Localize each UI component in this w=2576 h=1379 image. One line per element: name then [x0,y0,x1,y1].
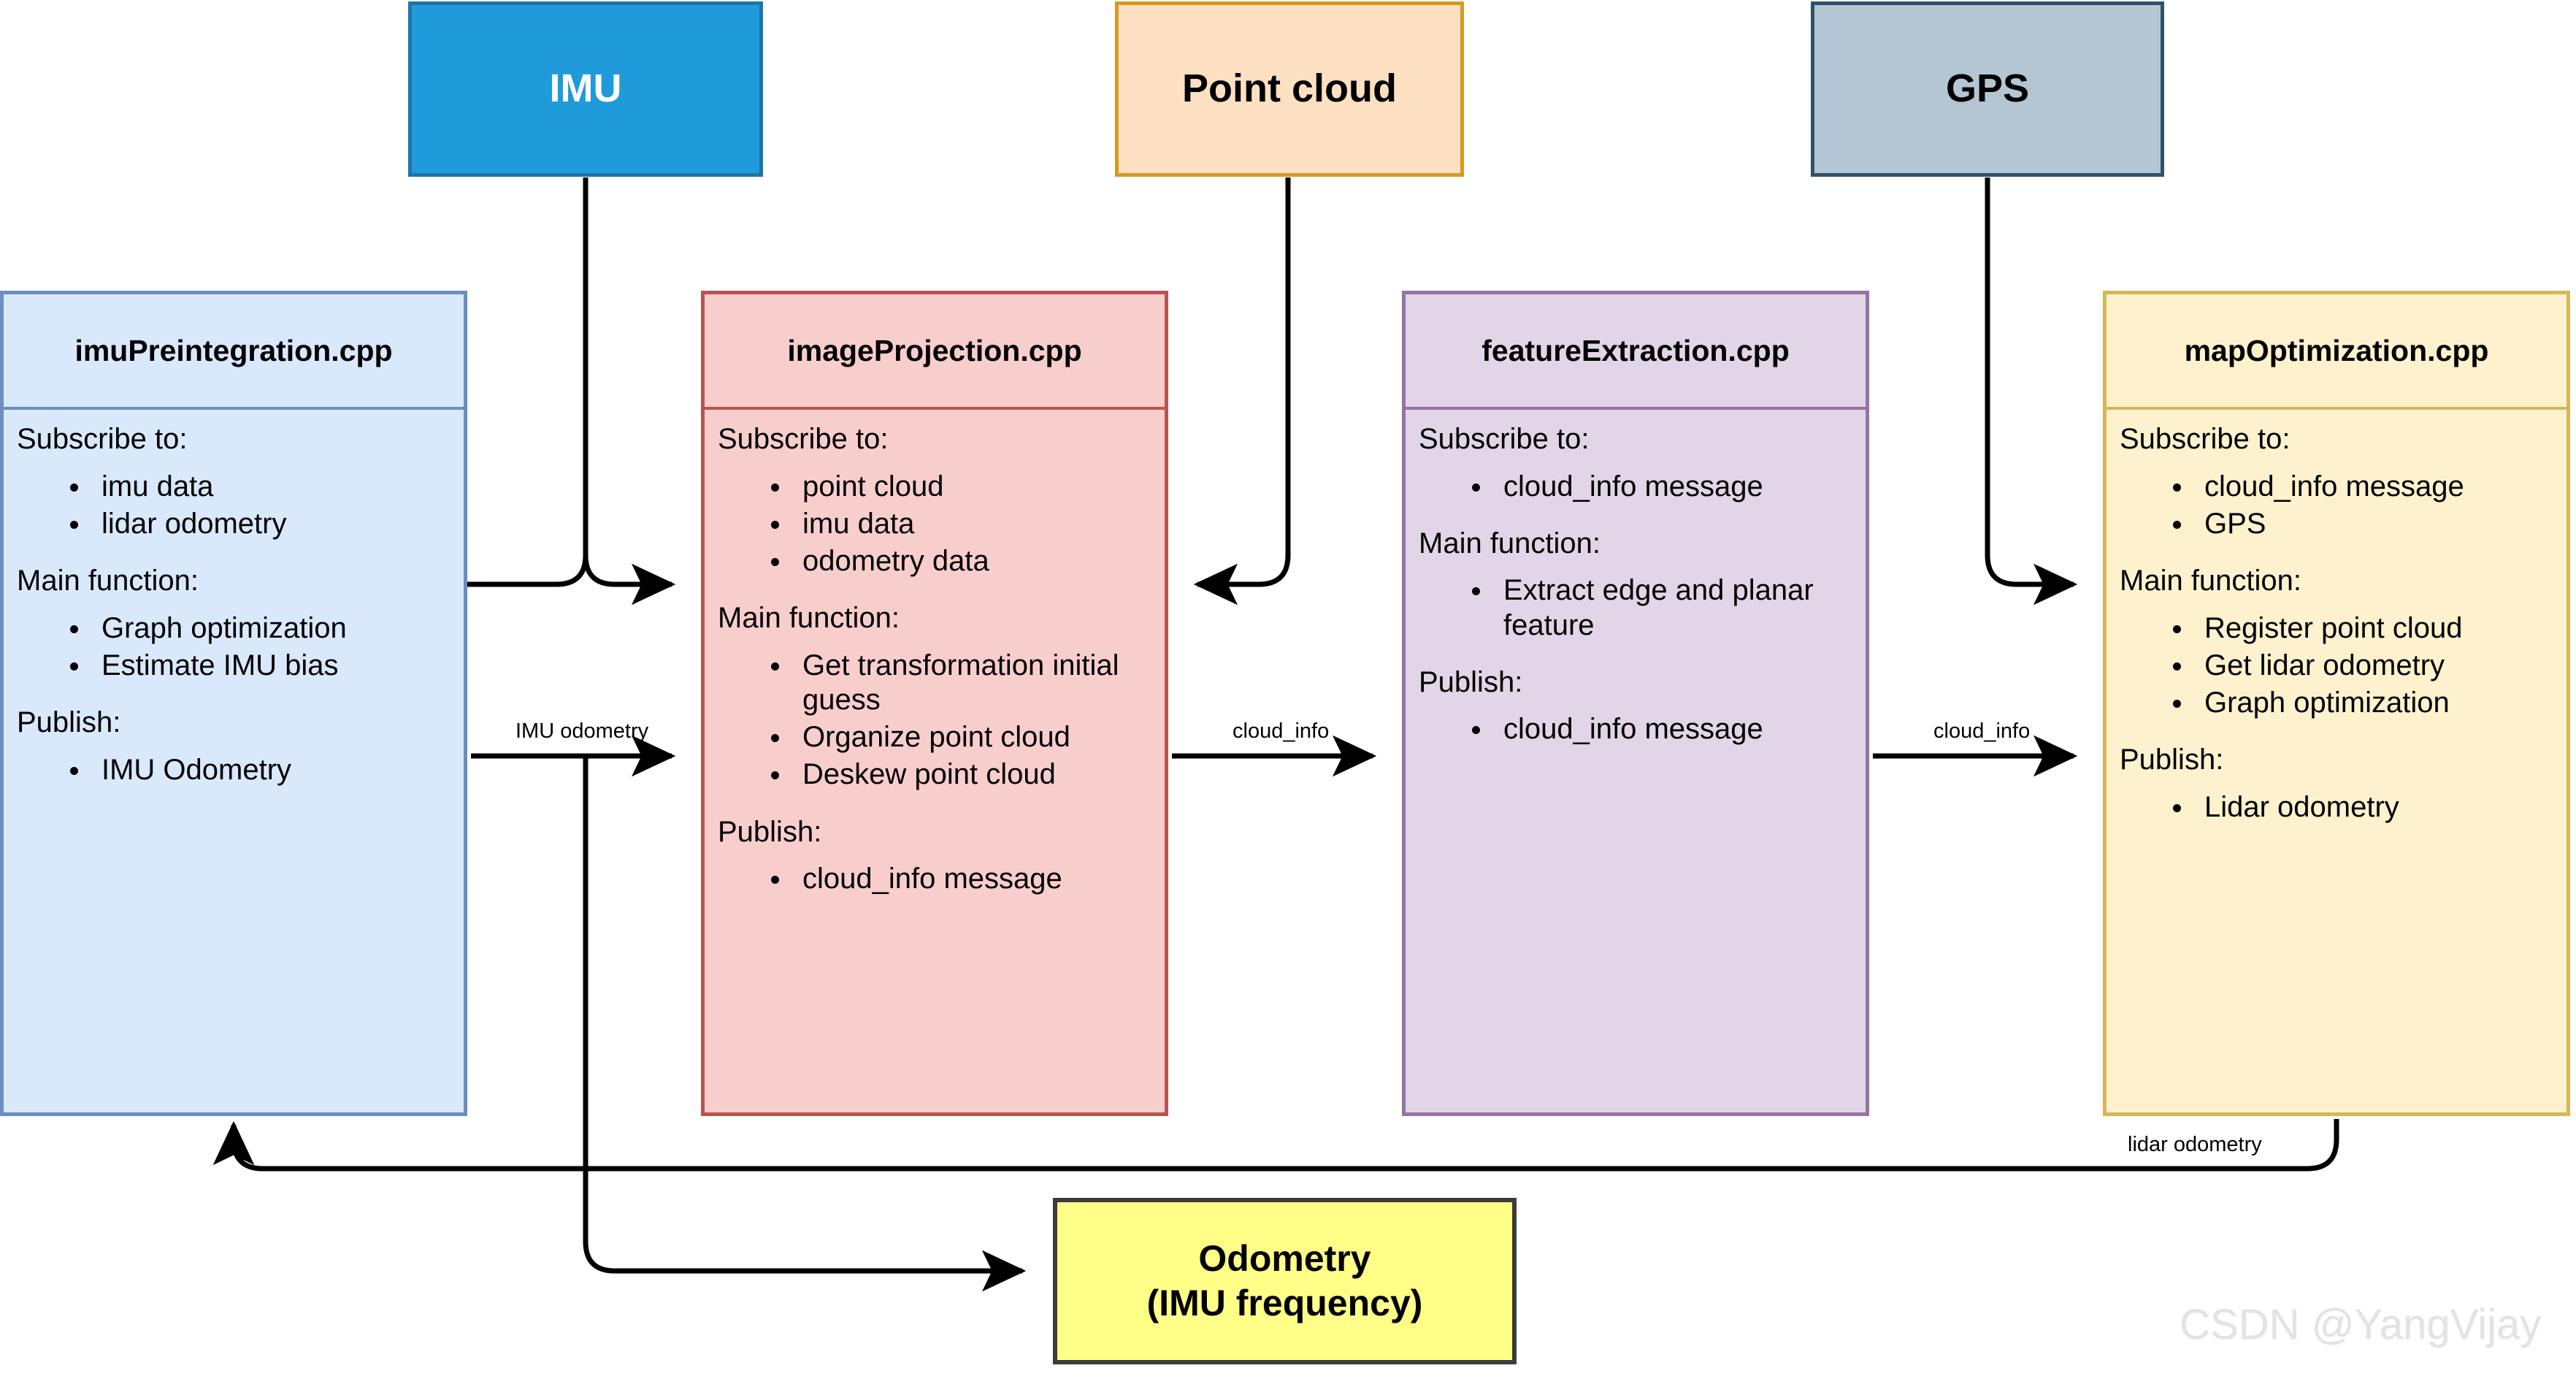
section-heading: Publish: [1419,665,1523,698]
source-box-gps[interactable]: GPS [1811,1,2164,177]
section-list: cloud_info message [1419,470,1852,504]
module-card-feature-extraction[interactable]: featureExtraction.cpp Subscribe to: clou… [1402,291,1869,1116]
module-card-image-projection[interactable]: imageProjection.cpp Subscribe to: point … [701,291,1168,1116]
edge-imu-to-imageprojection [583,554,676,606]
output-box-text: Odometry (IMU frequency) [1147,1237,1423,1326]
list-item: Estimate IMU bias [91,649,451,683]
module-body-imu-preintegration: Subscribe to: imu data lidar odometry Ma… [4,410,464,1112]
section-heading: Publish: [718,815,822,848]
module-title-imu-preintegration: imuPreintegration.cpp [4,294,464,410]
section-list: Register point cloud Get lidar odometry … [2120,611,2553,721]
section-list: cloud_info message [1419,712,1852,746]
list-item: Organize point cloud [792,720,1151,755]
list-item: Get transformation initial guess [792,649,1151,717]
list-item: imu data [792,507,1151,541]
output-box-odometry[interactable]: Odometry (IMU frequency) [1053,1198,1517,1364]
module-title-feature-extraction: featureExtraction.cpp [1406,294,1866,410]
section-list: imu data lidar odometry [17,470,451,541]
section-heading: Subscribe to: [2120,423,2291,455]
output-line-2: (IMU frequency) [1146,1283,1423,1323]
list-item: imu data [91,470,451,504]
section-heading: Subscribe to: [17,423,188,455]
section-list: cloud_info message [718,862,1151,896]
list-item: Register point cloud [2194,611,2553,646]
module-title-map-optimization: mapOptimization.cpp [2107,294,2567,410]
source-box-imu[interactable]: IMU [408,1,763,177]
edge-lidar-odometry-feedback [212,1119,2339,1172]
section-heading: Publish: [17,706,121,738]
section-heading: Subscribe to: [1419,423,1590,455]
list-item: point cloud [792,470,1151,504]
section-heading: Subscribe to: [718,423,889,455]
section-heading: Main function: [2120,564,2302,597]
edge-pointcloud-to-imageprojection [1193,177,1291,606]
section-heading: Main function: [17,564,199,597]
list-item: cloud_info message [792,862,1151,896]
section-list: Graph optimization Estimate IMU bias [17,611,451,683]
list-item: Extract edge and planar feature [1493,573,1852,642]
module-card-map-optimization[interactable]: mapOptimization.cpp Subscribe to: cloud_… [2103,291,2570,1116]
edge-label-imu-odometry: IMU odometry [515,719,649,743]
list-item: Lidar odometry [2194,790,2553,825]
edge-label-lidar-odometry: lidar odometry [2128,1133,2262,1156]
section-list: Lidar odometry [2120,790,2553,825]
source-label-gps: GPS [1945,66,2030,111]
list-item: GPS [2194,507,2553,541]
section-list: point cloud imu data odometry data [718,470,1151,579]
source-box-point-cloud[interactable]: Point cloud [1115,1,1464,177]
section-list: cloud_info message GPS [2120,470,2553,541]
edge-imu-odometry-to-output [583,756,1027,1292]
list-item: cloud_info message [1493,470,1852,504]
edge-gps-to-mapoptimization [1985,177,2078,606]
list-item: lidar odometry [91,507,451,541]
list-item: Get lidar odometry [2194,649,2553,683]
section-list: Get transformation initial guess Organiz… [718,649,1151,792]
section-heading: Main function: [1419,527,1601,559]
list-item: cloud_info message [1493,712,1852,746]
list-item: Graph optimization [91,611,451,646]
watermark-text: CSDN @YangVijay [2180,1301,2542,1348]
module-body-image-projection: Subscribe to: point cloud imu data odome… [705,410,1165,1112]
output-line-1: Odometry [1198,1238,1371,1279]
section-heading: Publish: [2120,744,2224,776]
section-list: IMU Odometry [17,753,451,787]
section-heading: Main function: [718,602,900,635]
source-label-point-cloud: Point cloud [1182,66,1397,111]
list-item: IMU Odometry [91,753,451,787]
edge-label-cloud-info-2: cloud_info [1933,719,2031,743]
list-item: Deskew point cloud [792,757,1151,792]
module-body-map-optimization: Subscribe to: cloud_info message GPS Mai… [2107,410,2567,1112]
edge-label-cloud-info-1: cloud_info [1233,719,1330,743]
module-body-feature-extraction: Subscribe to: cloud_info message Main fu… [1406,410,1866,1112]
source-label-imu: IMU [549,66,622,111]
section-list: Extract edge and planar feature [1419,573,1852,642]
list-item: cloud_info message [2194,470,2553,504]
module-card-imu-preintegration[interactable]: imuPreintegration.cpp Subscribe to: imu … [0,291,467,1116]
module-title-image-projection: imageProjection.cpp [705,294,1165,410]
list-item: odometry data [792,544,1151,578]
list-item: Graph optimization [2194,686,2553,720]
